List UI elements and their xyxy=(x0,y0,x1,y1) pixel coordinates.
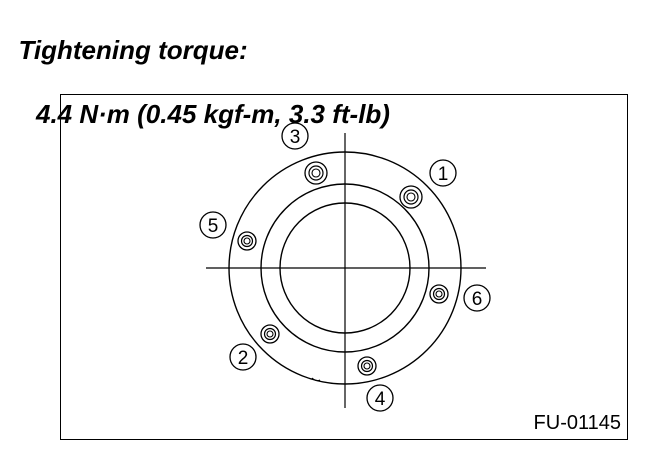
bolt-3 xyxy=(304,161,328,185)
callout-4-number: 4 xyxy=(375,389,386,410)
callout-5: 5 xyxy=(199,211,227,239)
bolt-6 xyxy=(429,284,449,304)
callout-5-number: 5 xyxy=(208,216,219,237)
callout-3-number: 3 xyxy=(290,127,301,148)
torque-value: 4.4 N·m (0.45 kgf-m, 3.3 ft-lb) xyxy=(36,99,390,129)
diagram-frame: FU-01145 xyxy=(60,94,628,440)
callout-2: 2 xyxy=(229,343,257,371)
bolt-1 xyxy=(399,185,423,209)
callout-2-number: 2 xyxy=(238,348,249,369)
callout-6-number: 6 xyxy=(472,289,483,310)
torque-label: Tightening torque: xyxy=(18,35,248,65)
callout-3: 3 xyxy=(281,122,309,150)
bolt-2 xyxy=(260,324,280,344)
torque-heading: Tightening torque: 4.4 N·m (0.45 kgf-m, … xyxy=(4,2,390,162)
bolt-5 xyxy=(237,231,257,251)
callout-1: 1 xyxy=(429,159,457,187)
figure-code: FU-01145 xyxy=(533,412,621,434)
bolt-4 xyxy=(357,356,377,376)
callout-6: 6 xyxy=(463,284,491,312)
callout-4: 4 xyxy=(366,384,394,412)
flange-notch xyxy=(311,377,321,382)
callout-1-number: 1 xyxy=(438,164,449,185)
